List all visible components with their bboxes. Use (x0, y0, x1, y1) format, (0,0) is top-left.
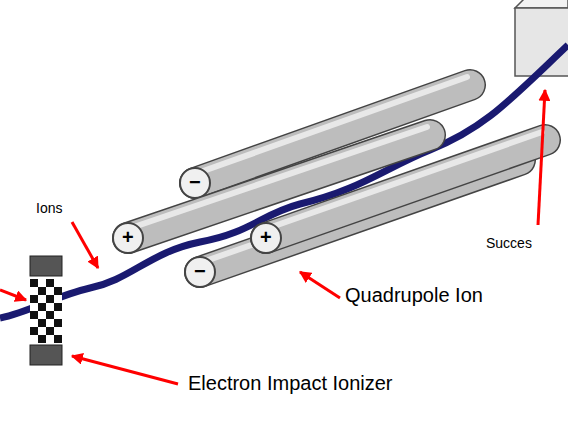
grid-cell (30, 279, 38, 287)
rod-end (185, 257, 215, 287)
grid-cell (54, 311, 62, 319)
part-label: Ions (36, 200, 62, 216)
grid-cell (46, 303, 54, 311)
rod-outline (266, 140, 545, 238)
part-label: Electron Impact Ionizer (188, 372, 393, 395)
grid-cell (38, 311, 46, 319)
grid-cell (46, 327, 54, 335)
leader-arrow (300, 272, 340, 298)
grid-cell (54, 303, 62, 311)
grid-cell (30, 311, 38, 319)
grid-cell (38, 279, 46, 287)
rod-highlight (263, 132, 542, 230)
grid-cell (54, 295, 62, 303)
grid-cell (30, 303, 38, 311)
ionizer-plate (30, 345, 62, 365)
grid-cell (46, 287, 54, 295)
grid-cell (30, 295, 38, 303)
grid-cell (30, 327, 38, 335)
grid-cell (46, 279, 54, 287)
grid-cell (54, 327, 62, 335)
polarity-sign: + (260, 226, 272, 249)
grid-cell (38, 327, 46, 335)
ionizer-plate (30, 256, 62, 276)
grid-cell (54, 335, 62, 343)
grid-cell (54, 279, 62, 287)
rod-end (180, 168, 210, 198)
grid-cell (46, 295, 54, 303)
grid-cell (54, 319, 62, 327)
grid-cell (38, 287, 46, 295)
rod-highlight (125, 127, 427, 230)
ion-beam (0, 45, 568, 318)
leader-arrow (72, 222, 98, 268)
part-label: Quadrupole Ion (345, 284, 483, 307)
grid-cell (30, 287, 38, 295)
polarity-sign: − (194, 260, 206, 283)
quadrupole-rod (266, 140, 545, 238)
detector-top (515, 0, 568, 8)
ionizer-grid (30, 279, 62, 343)
grid-cell (46, 319, 54, 327)
part-label: Succes (486, 235, 532, 251)
grid-cell (46, 311, 54, 319)
polarity-sign: − (189, 171, 201, 194)
grid-cell (38, 303, 46, 311)
grid-cell (38, 335, 46, 343)
grid-cell (30, 319, 38, 327)
leader-arrow (72, 356, 178, 384)
polarity-sign: + (122, 226, 134, 249)
leader-arrow (538, 90, 545, 225)
grid-cell (38, 319, 46, 327)
rod-end (113, 223, 143, 253)
grid-cell (38, 295, 46, 303)
rod-end (251, 223, 281, 253)
grid-cell (54, 287, 62, 295)
leader-arrow (0, 290, 26, 300)
grid-cell (30, 335, 38, 343)
grid-cell (46, 335, 54, 343)
